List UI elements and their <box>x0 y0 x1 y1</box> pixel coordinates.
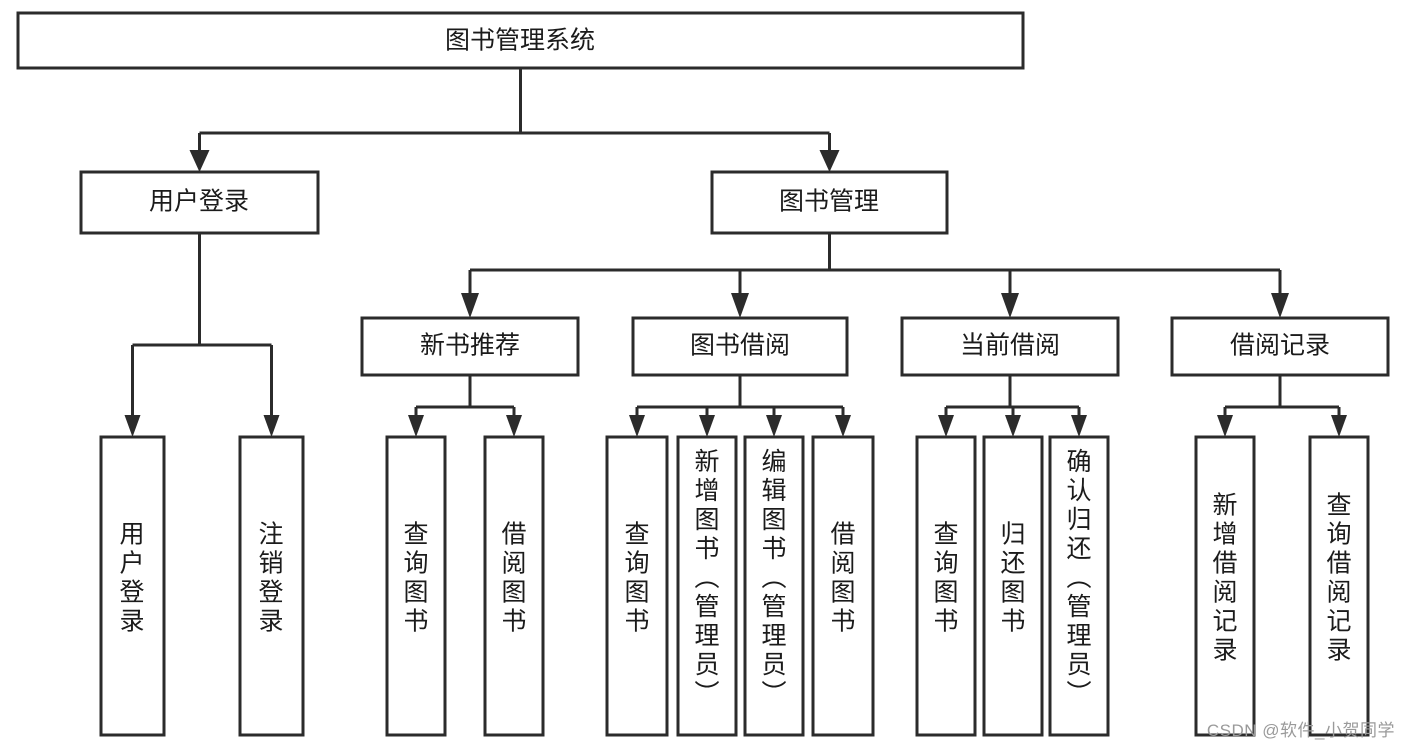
arrowhead-borrow-leaf-4 <box>835 415 851 437</box>
arrowhead-bookmgmt-to-borrow <box>731 293 749 318</box>
new-book-recommend-box[interactable] <box>360 316 580 377</box>
leaf-box[interactable] <box>385 435 447 737</box>
leaf-node[interactable]: 注销登录 <box>238 435 305 737</box>
node-borrow-record[interactable]: 借阅记录 <box>1170 316 1390 377</box>
leaf-label: 查询图书 <box>933 521 958 636</box>
leaf-node[interactable]: 用户登录 <box>99 435 166 737</box>
leaf-node[interactable]: 借阅图书 <box>483 435 545 737</box>
arrowhead-root-to-user-login <box>189 150 210 172</box>
arrowhead-newbook-leaf-1 <box>408 415 424 437</box>
arrowhead-bookmgmt-to-current <box>1001 293 1019 318</box>
node-current-borrow[interactable]: 当前借阅 <box>900 316 1120 377</box>
leaf-node[interactable]: 借阅图书 <box>811 435 875 737</box>
arrowhead-root-to-book-mgmt <box>819 150 840 172</box>
leaf-box[interactable] <box>1308 435 1370 737</box>
arrowhead-record-leaf-2 <box>1331 415 1347 437</box>
leaf-box[interactable] <box>1048 435 1110 737</box>
current-borrow-box[interactable] <box>900 316 1120 377</box>
leaf-label: 确认归还︵管理员︶ <box>1066 448 1091 708</box>
leaf-label: 新增借阅记录 <box>1212 492 1237 665</box>
arrowhead-record-leaf-1 <box>1217 415 1233 437</box>
leaf-box[interactable] <box>676 435 738 737</box>
root-label: 图书管理系统 <box>445 27 595 55</box>
leaf-box[interactable] <box>915 435 977 737</box>
leaf-label: 用户登录 <box>119 521 144 636</box>
book-borrow-label: 图书借阅 <box>690 332 790 360</box>
leaf-label: 借阅图书 <box>830 521 855 636</box>
leaf-node[interactable]: 新增借阅记录 <box>1194 435 1256 737</box>
arrowhead-borrow-leaf-2 <box>699 415 715 437</box>
leaf-label: 归还图书 <box>1000 521 1025 636</box>
user-login-box[interactable] <box>79 170 320 235</box>
arrowhead-current-leaf-1 <box>938 415 954 437</box>
node-book-borrow[interactable]: 图书借阅 <box>631 316 849 377</box>
leaf-node[interactable]: 查询图书 <box>915 435 977 737</box>
arrowhead-userlogin-leaf-2 <box>263 415 280 437</box>
leaf-node[interactable]: 新增图书︵管理员︶ <box>676 435 738 737</box>
leaf-node[interactable]: 查询借阅记录 <box>1308 435 1370 737</box>
leaf-node[interactable]: 查询图书 <box>605 435 669 737</box>
node-new-book-recommend[interactable]: 新书推荐 <box>360 316 580 377</box>
book-management-box[interactable] <box>710 170 949 235</box>
leaf-node[interactable]: 归还图书 <box>982 435 1044 737</box>
leaf-label: 查询图书 <box>624 521 649 636</box>
leaf-label: 新增图书︵管理员︶ <box>694 448 719 708</box>
leaf-box[interactable] <box>99 435 166 737</box>
arrowhead-bookmgmt-to-newbook <box>461 293 479 318</box>
arrowhead-current-leaf-2 <box>1005 415 1021 437</box>
leaf-box[interactable] <box>483 435 545 737</box>
leaf-node[interactable]: 查询图书 <box>385 435 447 737</box>
leaf-label: 查询图书 <box>403 521 428 636</box>
leaf-box[interactable] <box>811 435 875 737</box>
arrowhead-bookmgmt-to-record <box>1271 293 1289 318</box>
leaf-box[interactable] <box>238 435 305 737</box>
leaf-box[interactable] <box>982 435 1044 737</box>
leaf-label: 编辑图书︵管理员︶ <box>761 448 786 708</box>
node-root-system[interactable]: 图书管理系统 <box>16 11 1025 70</box>
leaf-label: 查询借阅记录 <box>1326 492 1351 665</box>
book-management-label: 图书管理 <box>779 188 879 216</box>
borrow-record-label: 借阅记录 <box>1230 332 1330 360</box>
arrowhead-newbook-leaf-2 <box>506 415 522 437</box>
leaf-box[interactable] <box>743 435 805 737</box>
root-box[interactable] <box>16 11 1025 70</box>
new-book-recommend-label: 新书推荐 <box>420 332 520 360</box>
leaf-box[interactable] <box>1194 435 1256 737</box>
leaf-label: 借阅图书 <box>501 521 526 636</box>
borrow-record-box[interactable] <box>1170 316 1390 377</box>
arrowhead-borrow-leaf-1 <box>629 415 645 437</box>
connector-layer <box>124 68 1347 437</box>
leaf-box[interactable] <box>605 435 669 737</box>
user-login-label: 用户登录 <box>149 188 249 216</box>
arrowhead-userlogin-leaf-1 <box>124 415 141 437</box>
leaf-node[interactable]: 编辑图书︵管理员︶ <box>743 435 805 737</box>
current-borrow-label: 当前借阅 <box>960 332 1060 360</box>
leaf-node[interactable]: 确认归还︵管理员︶ <box>1048 435 1110 737</box>
node-user-login[interactable]: 用户登录 <box>79 170 320 235</box>
book-borrow-box[interactable] <box>631 316 849 377</box>
leaf-label: 注销登录 <box>258 521 283 636</box>
arrowhead-current-leaf-3 <box>1071 415 1087 437</box>
arrowhead-borrow-leaf-3 <box>766 415 782 437</box>
node-book-management[interactable]: 图书管理 <box>710 170 949 235</box>
